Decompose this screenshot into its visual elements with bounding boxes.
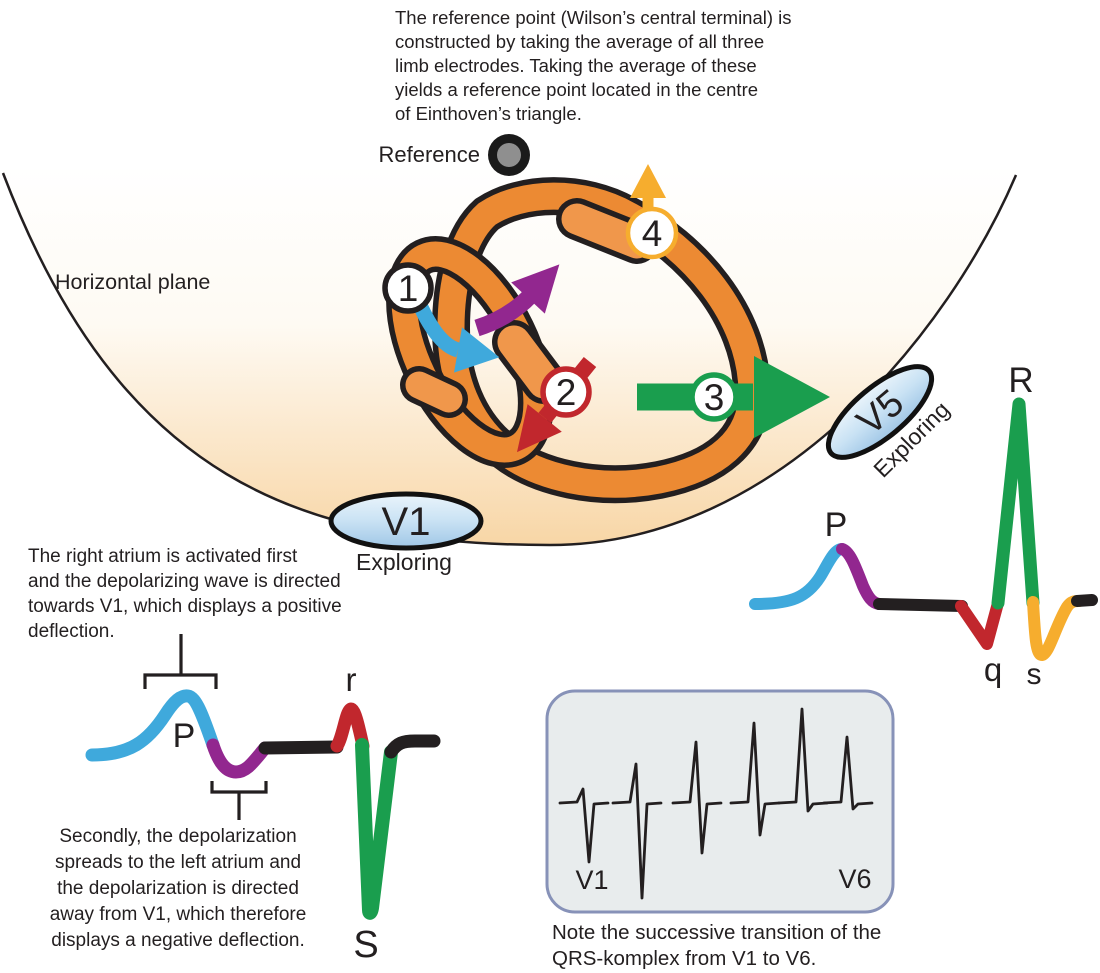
step-markers: 1 2 3 4 (382, 206, 739, 422)
qrs-complex-3 (671, 740, 723, 855)
qrs-complex-2 (611, 762, 663, 900)
vector2-left-atrium-arrow (474, 288, 538, 337)
v5-end-baseline-segment (1071, 594, 1098, 607)
capsule-bottom (405, 371, 463, 413)
inset-panel (545, 689, 895, 914)
v1-end-baseline-segment (384, 734, 441, 759)
v1-p-wave-blue-segment (85, 689, 220, 762)
qrs-transition-strip (558, 707, 874, 900)
v5-p-wave-purple-segment (836, 543, 885, 610)
vector-ventricle-arrowhead-icon (754, 356, 830, 438)
p-wave-bottom-bracket (210, 781, 268, 794)
step-2-marker (540, 366, 592, 418)
horizontal-plane-arc (1, 172, 1018, 547)
vector1-right-atrium-arrow (412, 299, 461, 358)
qrs-complex-6 (822, 735, 874, 811)
vector-late-arrowhead-icon (630, 164, 666, 198)
reference-terminal: Reference (378, 134, 530, 176)
qrs-complex-5 (777, 707, 829, 813)
v1-baseline-segment (258, 740, 344, 755)
qrs-transition-inset: V1 V6 (545, 689, 895, 914)
reference-label: Reference (378, 142, 480, 167)
electrode-v5-icon (825, 364, 935, 460)
horizontal-plane-label: Horizontal plane (55, 270, 210, 294)
v1-r-label: r (346, 661, 357, 698)
vector-septum-arrowhead-icon (516, 404, 562, 453)
v5-q-label: q (984, 651, 1002, 688)
reference-electrode-core (497, 143, 521, 167)
positive-deflection-note: The right atrium is activated first and … (28, 546, 342, 642)
electrode-v1: V1 Exploring (328, 491, 484, 575)
inset-v6-label: V6 (838, 864, 871, 894)
step-3-marker (689, 372, 739, 422)
v5-r-wave-segment (991, 397, 1040, 610)
electrode-v1-icon (328, 491, 484, 551)
vector2-arrowhead-icon (511, 264, 560, 314)
v1-p-wave-purple-segment (206, 738, 272, 779)
v1-r-wave-segment (330, 702, 370, 753)
p-wave-top-bracket (143, 673, 218, 689)
ventricle-loop (437, 182, 766, 498)
v5-s-label: s (1027, 658, 1042, 691)
v5-q-wave-segment (955, 597, 1004, 650)
lead-v1-waveform: P r S (85, 661, 441, 966)
capsule-septum (497, 325, 561, 399)
step-2-label: 2 (556, 372, 577, 413)
step-1-label: 1 (398, 268, 419, 309)
lead-v5-waveform: P R q s (749, 361, 1098, 691)
inset-v1-label: V1 (575, 865, 608, 895)
step-4-marker (625, 206, 679, 260)
step-4-label: 4 (642, 213, 663, 254)
step-3-label: 3 (704, 377, 725, 418)
inset-caption: Note the successive transition of the QR… (552, 921, 882, 970)
vector1-arrowhead-icon (454, 327, 500, 373)
v5-r-label: R (1008, 361, 1033, 400)
electrode-v1-role: Exploring (356, 549, 452, 575)
v1-s-wave-segment (355, 738, 398, 920)
qrs-complex-4 (729, 721, 781, 837)
v5-s-wave-segment (1027, 595, 1085, 661)
v5-baseline-segment (873, 598, 968, 612)
annotation-brackets (143, 634, 268, 820)
electrode-v1-label: V1 (382, 500, 431, 544)
step-1-marker (382, 262, 434, 314)
v5-p-wave-blue-segment (749, 543, 848, 610)
negative-deflection-note: Secondly, the depolarization spreads to … (49, 826, 307, 951)
qrs-complex-1 (558, 787, 610, 864)
v5-p-label: P (825, 506, 848, 544)
wilson-terminal-note: The reference point (Wilson’s central te… (395, 7, 792, 124)
v1-p-label: P (173, 717, 196, 755)
v1-s-label: S (353, 924, 378, 966)
